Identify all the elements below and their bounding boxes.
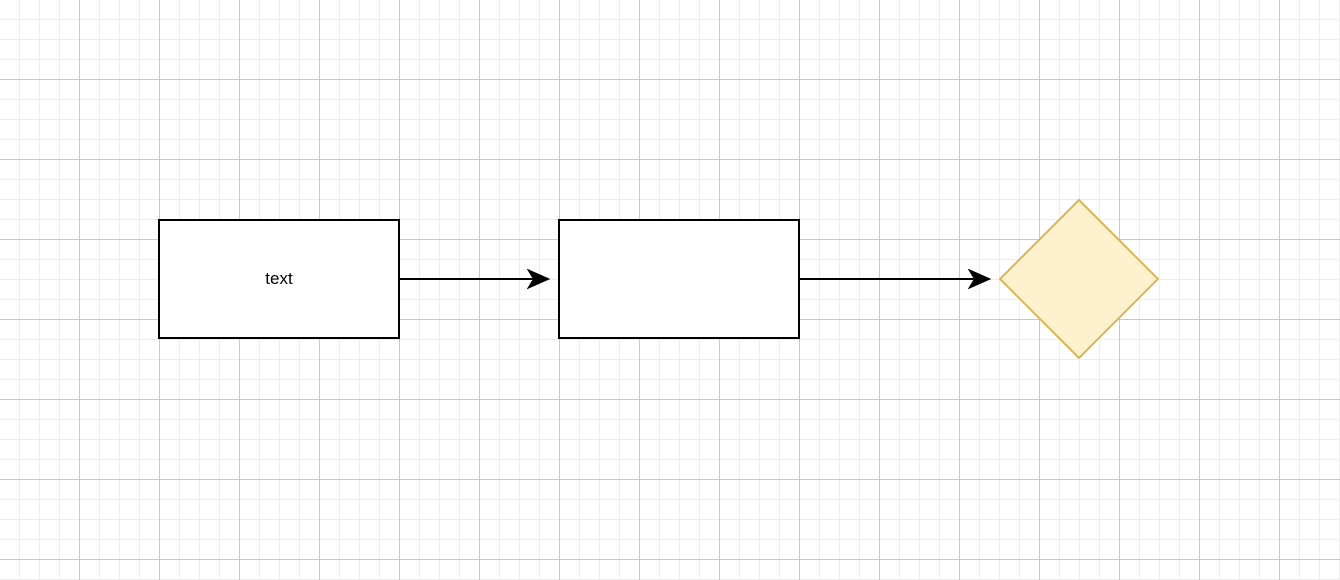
node-rectangle-empty[interactable] xyxy=(558,219,800,339)
diamond-shape[interactable] xyxy=(999,199,1159,359)
node-diamond-decision[interactable] xyxy=(999,199,1159,359)
node-label: text xyxy=(265,268,293,288)
node-rectangle-text[interactable]: text xyxy=(158,219,400,339)
